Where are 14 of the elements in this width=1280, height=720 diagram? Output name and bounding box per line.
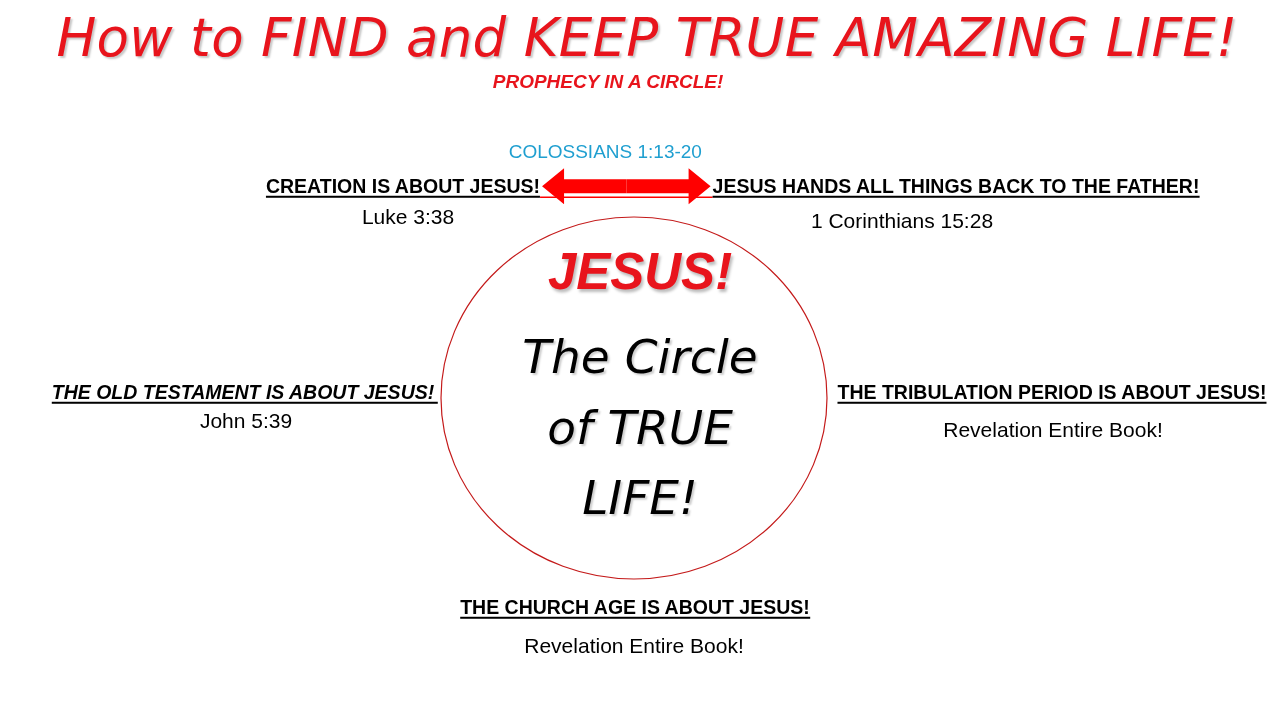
scripture-reference: Revelation Entire Book! — [524, 634, 744, 658]
section-heading: THE CHURCH AGE IS ABOUT JESUS! — [460, 596, 810, 620]
subtitle: PROPHECY IN A CIRCLE! — [492, 71, 724, 93]
scripture-reference: Revelation Entire Book! — [943, 418, 1163, 442]
scripture-reference: Luke 3:38 — [361, 205, 455, 229]
section-heading: THE OLD TESTAMENT IS ABOUT JESUS! — [51, 381, 439, 405]
scripture-reference: John 5:39 — [199, 409, 293, 433]
title: How to FIND and KEEP TRUE AMAZING LIFE! — [56, 8, 1238, 68]
section-heading: JESUS HANDS ALL THINGS BACK TO THE FATHER! — [712, 175, 1200, 199]
section-heading: CREATION IS ABOUT JESUS! — [265, 175, 541, 199]
circle-text: The Circle of TRUE LIFE! — [521, 328, 759, 527]
section-heading: THE TRIBULATION PERIOD IS ABOUT JESUS! — [837, 381, 1267, 405]
circle-title: JESUS! — [547, 243, 733, 301]
scripture-reference: 1 Corinthians 15:28 — [810, 209, 994, 233]
